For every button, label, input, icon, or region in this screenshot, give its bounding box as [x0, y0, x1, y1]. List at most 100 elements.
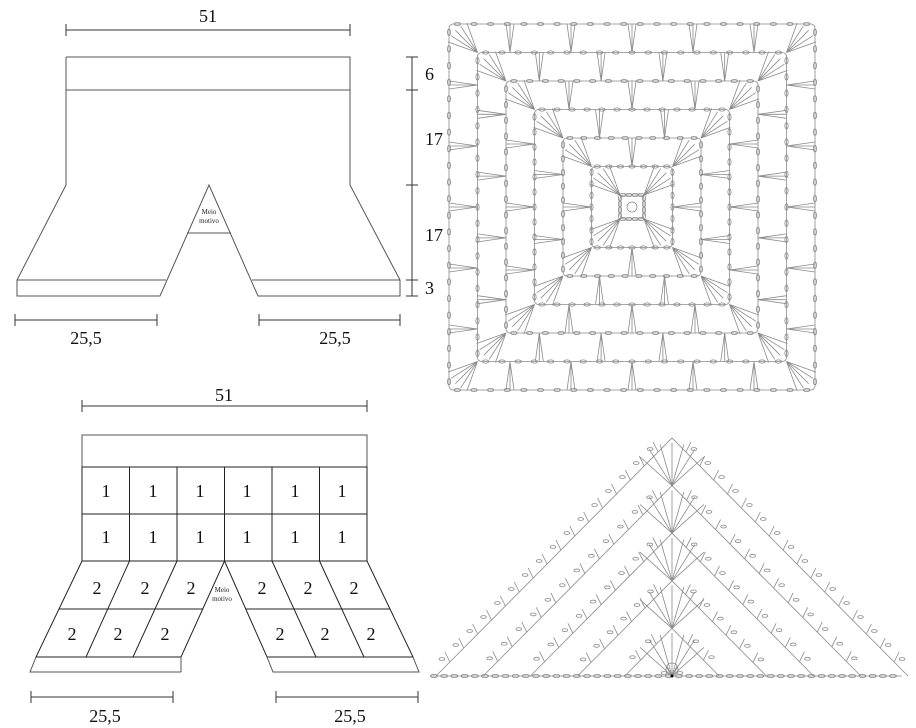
- slope-stitch: [739, 638, 745, 649]
- chain-stitch-mark: [669, 21, 678, 26]
- corner-fan-stitch: [495, 51, 507, 82]
- base-chain-stitch: [776, 674, 785, 679]
- chain-stitch-mark: [786, 21, 794, 26]
- side-cluster-stitch: [564, 304, 570, 334]
- chain-stitch-mark: [447, 361, 452, 369]
- apex-fan-stitch: [671, 539, 685, 581]
- side-cluster-stitch: [595, 109, 600, 139]
- chain-stitch-mark: [504, 242, 509, 250]
- corner-fan-stitch: [729, 304, 757, 322]
- chain-stitch-mark: [673, 107, 681, 112]
- side-cluster-stitch: [566, 361, 572, 391]
- corner-fan-stitch: [597, 218, 621, 242]
- slope-stitch: [623, 519, 629, 530]
- square-motif-chart: [446, 21, 818, 392]
- base-chain-stitch: [766, 674, 775, 679]
- slope-stitch: [686, 490, 692, 501]
- chain-stitch-mark: [670, 214, 675, 223]
- slope-stitch: [650, 634, 657, 645]
- base-chain-stitch: [562, 674, 571, 679]
- corner-fan-stitch: [643, 168, 662, 196]
- chain-stitch-mark: [746, 330, 754, 335]
- corner-fan-stitch: [786, 35, 814, 53]
- corner-fan-stitch: [757, 70, 788, 82]
- chain-stitch-mark: [636, 21, 644, 26]
- chain-stitch-mark: [510, 79, 518, 84]
- slope-chain: [620, 616, 627, 621]
- side-cluster-stitch: [477, 171, 507, 177]
- slope-chain: [718, 475, 725, 479]
- chain-stitch-mark: [727, 113, 732, 121]
- chain-stitch-mark: [813, 378, 818, 386]
- corner-fan-stitch: [460, 25, 478, 53]
- slope-stitch: [712, 611, 718, 622]
- slope-stitch: [742, 594, 749, 605]
- slope-chain: [535, 559, 543, 563]
- side-cluster-stitch: [786, 141, 816, 147]
- chain-stitch-mark: [784, 170, 789, 179]
- chain-stitch-mark: [784, 57, 789, 65]
- chain-stitch-mark: [756, 164, 761, 172]
- slope-chain: [480, 615, 487, 619]
- slope-chain: [508, 587, 515, 591]
- apex-fan-stitch: [659, 634, 673, 677]
- corner-fan-stitch: [533, 275, 564, 287]
- chart-round: [619, 194, 645, 220]
- chain-stitch-mark: [756, 242, 761, 250]
- side-cluster-stitch: [448, 324, 478, 330]
- chain-stitch-mark: [520, 21, 528, 26]
- side-cluster-stitch: [627, 23, 633, 53]
- corner-fan-stitch: [512, 87, 535, 110]
- side-cluster-stitch: [786, 202, 816, 208]
- chain-stitch-mark: [784, 333, 789, 341]
- corner-fan-stitch: [757, 63, 785, 82]
- corner-fan-stitch: [672, 247, 690, 275]
- chain-stitch-mark: [756, 148, 761, 156]
- base-chain-stitch: [511, 674, 520, 679]
- slope-chain: [577, 517, 584, 521]
- chain-stitch-mark: [670, 180, 675, 188]
- side-cluster-stitch: [477, 295, 507, 301]
- side-cluster-stitch: [757, 109, 787, 115]
- slope-chain: [692, 639, 699, 644]
- slope-stitch: [638, 551, 645, 562]
- slope-chain: [792, 597, 800, 602]
- slope-stitch: [564, 577, 571, 589]
- base-chain-stitch: [848, 674, 857, 679]
- side-cluster-stitch: [505, 265, 535, 271]
- base-chain-stitch: [654, 674, 663, 679]
- side-cluster-stitch: [786, 84, 816, 90]
- slope-chain: [591, 503, 598, 507]
- chain-stitch-mark: [699, 237, 704, 246]
- side-cluster-stitch: [749, 361, 755, 391]
- corner-fan-stitch: [729, 304, 752, 327]
- side-cluster-stitch: [729, 206, 759, 212]
- chain-stitch-mark: [475, 73, 480, 81]
- slope-chain: [494, 601, 501, 605]
- chain-stitch-mark: [589, 79, 597, 84]
- base-chain-stitch: [583, 674, 591, 679]
- chain-stitch-mark: [756, 211, 761, 219]
- corner-fan-stitch: [523, 304, 535, 335]
- chain-stitch-mark: [446, 45, 451, 53]
- chain-stitch-mark: [683, 330, 691, 335]
- chain-stitch-mark: [683, 79, 691, 84]
- chain-stitch-mark: [756, 227, 761, 235]
- corner-fan-stitch: [609, 165, 621, 196]
- slope-chain: [829, 587, 836, 591]
- slope-chain: [573, 568, 581, 573]
- chain-stitch-mark: [699, 265, 704, 273]
- chain-stitch-mark: [589, 214, 594, 223]
- apex-fan-stitch: [671, 587, 685, 629]
- side-cluster-stitch: [627, 137, 633, 167]
- motif-cell-number: 1: [149, 527, 158, 547]
- chain-stitch-mark: [504, 148, 509, 156]
- chain-stitch-mark: [447, 211, 452, 219]
- corner-fan-stitch: [729, 304, 747, 332]
- side-cluster-stitch: [505, 139, 535, 145]
- apex-fan-stitch: [648, 496, 673, 534]
- corner-fan-stitch: [672, 139, 690, 167]
- chain-stitch-mark: [813, 278, 818, 286]
- slope-chain: [647, 589, 654, 594]
